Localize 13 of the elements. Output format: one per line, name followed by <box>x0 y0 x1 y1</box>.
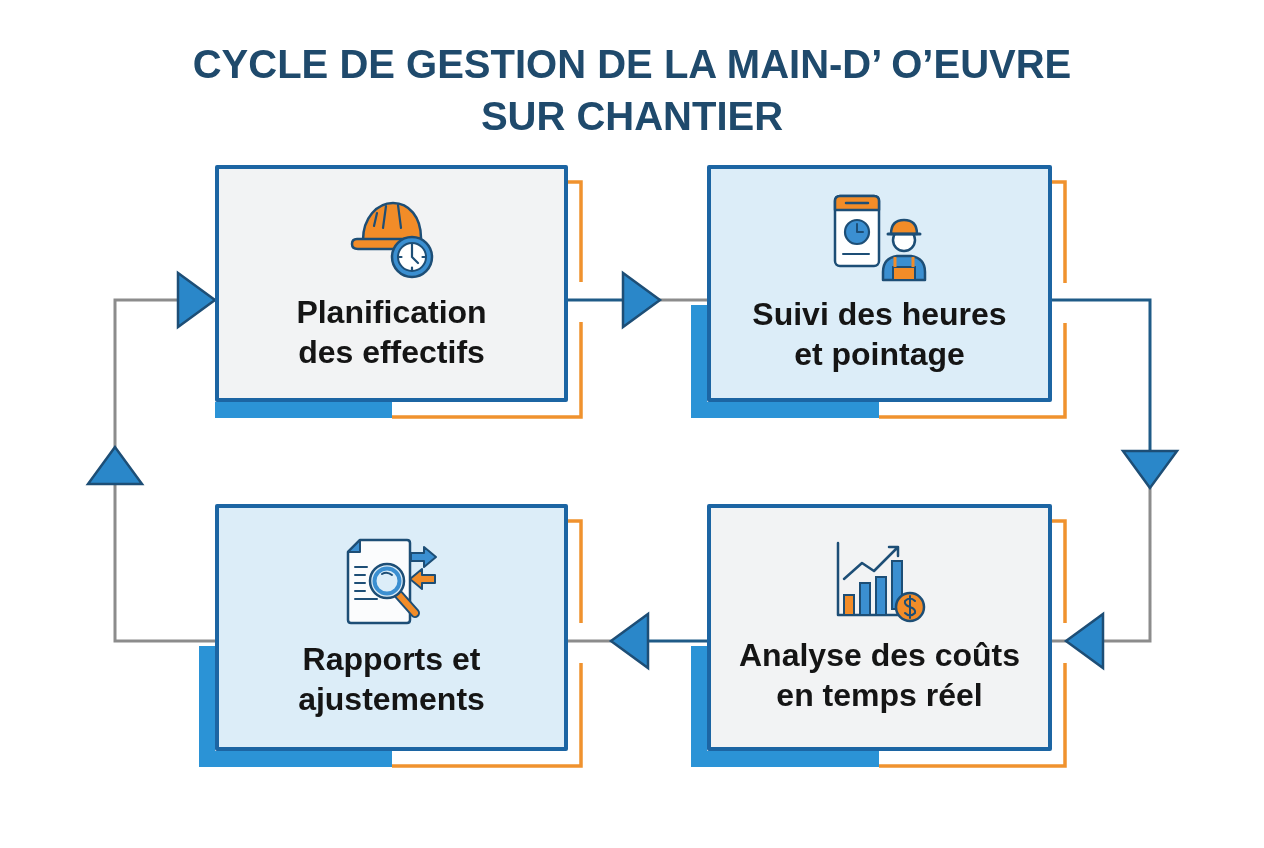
step-label: Analyse des coûts en temps réel <box>738 635 1021 715</box>
step-box <box>707 165 1052 402</box>
flow-arrow <box>1052 298 1180 671</box>
step-box <box>707 504 1052 751</box>
diagram-title: CYCLE DE GESTION DE LA MAIN-D’ O’EUVRE SUR CHANTIER <box>191 41 1073 140</box>
step-box <box>215 165 568 402</box>
step-box <box>215 504 568 751</box>
flow-arrow <box>568 270 707 330</box>
flow-arrow <box>568 611 707 671</box>
step-label: Planification des effectifs <box>295 292 488 372</box>
step-label: Rapports et ajustements <box>297 639 486 719</box>
step-label: Suivi des heures et pointage <box>751 294 1008 374</box>
flow-arrow <box>85 270 218 643</box>
